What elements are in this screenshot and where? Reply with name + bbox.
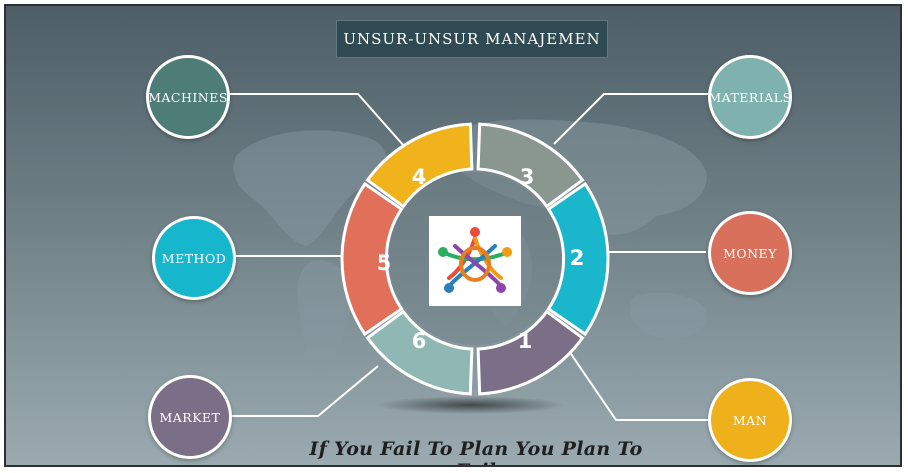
- infographic-frame: UNSUR-UNSUR MANAJEMEN 1 2 3 4: [4, 4, 902, 467]
- segment-5: [340, 181, 404, 337]
- segment-6: [365, 309, 474, 396]
- segment-6-group: 6: [365, 309, 474, 396]
- segment-5-number: 5: [377, 251, 392, 275]
- segment-1: [476, 309, 585, 396]
- element-materials: MATERIALS: [708, 55, 792, 139]
- element-market: MARKET: [148, 375, 232, 459]
- element-method: METHOD: [152, 216, 236, 300]
- element-method-label: METHOD: [161, 250, 227, 266]
- connector-man: [568, 350, 708, 421]
- element-money-label: MONEY: [723, 245, 777, 261]
- connector-market: [232, 365, 379, 417]
- element-money: MONEY: [708, 211, 792, 295]
- connector-materials: [553, 93, 708, 145]
- segment-2-number: 2: [570, 246, 585, 270]
- connector-machines: [228, 93, 405, 147]
- element-machines: MACHINES: [146, 55, 230, 139]
- segment-3: [476, 122, 585, 209]
- segment-2-group: 2: [546, 181, 610, 337]
- element-man: MAN: [708, 378, 792, 462]
- segment-4-number: 4: [412, 165, 427, 189]
- segment-3-number: 3: [520, 165, 535, 189]
- element-man-label: MAN: [732, 412, 768, 428]
- element-machines-label: MACHINES: [148, 89, 228, 105]
- segment-4-group: 4: [365, 122, 474, 209]
- segment-2: [546, 181, 610, 337]
- segment-3-group: 3: [476, 122, 585, 209]
- element-materials-label: MATERIALS: [708, 89, 792, 105]
- element-market-label: MARKET: [159, 409, 221, 425]
- diagram-title: UNSUR-UNSUR MANAJEMEN: [336, 20, 608, 58]
- segment-1-number: 1: [518, 329, 533, 353]
- segment-1-group: 1: [476, 309, 585, 396]
- connector-lines: [228, 93, 708, 421]
- people-logo-icon: [429, 216, 521, 306]
- segment-6-number: 6: [412, 329, 427, 353]
- drop-shadow: [376, 396, 566, 414]
- segment-5-group: 5: [340, 181, 404, 337]
- slogan-text: If You Fail To Plan You Plan To Fail: [309, 438, 643, 465]
- segment-4: [365, 122, 474, 209]
